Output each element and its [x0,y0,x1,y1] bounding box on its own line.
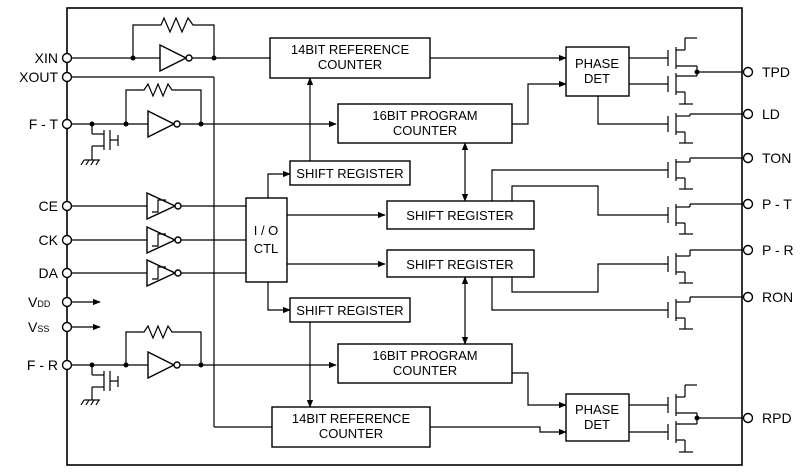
ref-counter-bottom-line1: 14BIT REFERENCE [292,411,411,426]
pin-label-ce: CE [39,198,58,214]
pin-label-vss: VSS [28,319,49,335]
shift-register-1-box [289,160,411,186]
prog-counter-top-line2: COUNTER [393,123,457,138]
ref-counter-bottom-box [271,406,431,448]
pin-label-xin: XIN [35,50,58,66]
ft-input-amplifier [72,82,337,166]
phase-det-top-line1: PHASE [575,56,619,71]
phase-det-top-line2: DET [584,71,610,86]
fr-input-amplifier [72,324,337,406]
pin-label-ld: LD [762,106,780,122]
prog-counter-top-box [337,103,513,144]
shift-register-3-label: SHIFT REGISTER [406,257,513,272]
left-pin-terminals [61,52,73,371]
io-ctl-box [245,197,288,283]
shift-register-2-box [386,200,535,230]
serial-input-buffers [72,191,246,288]
output-transistors [667,37,744,453]
shift-register-1-label: SHIFT REGISTER [296,166,403,181]
pin-label-pt: P - T [762,196,792,212]
ref-counter-bottom-line2: COUNTER [319,426,383,441]
pin-label-ft: F - T [29,116,59,132]
pin-label-pr: P - R [762,242,794,258]
phase-det-bottom-line2: DET [584,417,610,432]
pin-label-vdd: VDD [28,294,51,310]
pin-label-fr: F - R [27,357,58,373]
pin-label-xout: XOUT [19,69,58,85]
ref-counter-top-line2: COUNTER [318,57,382,72]
prog-counter-bottom-line2: COUNTER [393,363,457,378]
pin-label-tpd: TPD [762,64,790,80]
signal-wiring [267,54,668,436]
pin-label-ton: TON [762,150,791,166]
phase-det-bottom-box [565,393,630,442]
pin-label-ck: CK [39,232,59,248]
shift-register-4-box [289,297,411,323]
prog-counter-bottom-box [337,343,513,384]
right-pin-terminals [742,66,754,424]
pin-label-rpd: RPD [762,410,792,426]
prog-counter-bottom-line1: 16BIT PROGRAM [372,348,477,363]
phase-det-top-box [565,46,630,97]
io-ctl-line2: CTL [254,241,279,256]
ref-counter-top-line1: 14BIT REFERENCE [291,42,410,57]
phase-det-bottom-line1: PHASE [575,402,619,417]
pin-label-ron: RON [762,289,793,305]
io-ctl-line1: I / O [254,223,279,238]
shift-register-4-label: SHIFT REGISTER [296,303,403,318]
pin-label-da: DA [39,265,59,281]
prog-counter-top-line1: 16BIT PROGRAM [372,108,477,123]
ref-counter-top-box [269,37,431,79]
shift-register-3-box [386,249,535,278]
xin-oscillator [72,16,272,428]
shift-register-2-label: SHIFT REGISTER [406,208,513,223]
